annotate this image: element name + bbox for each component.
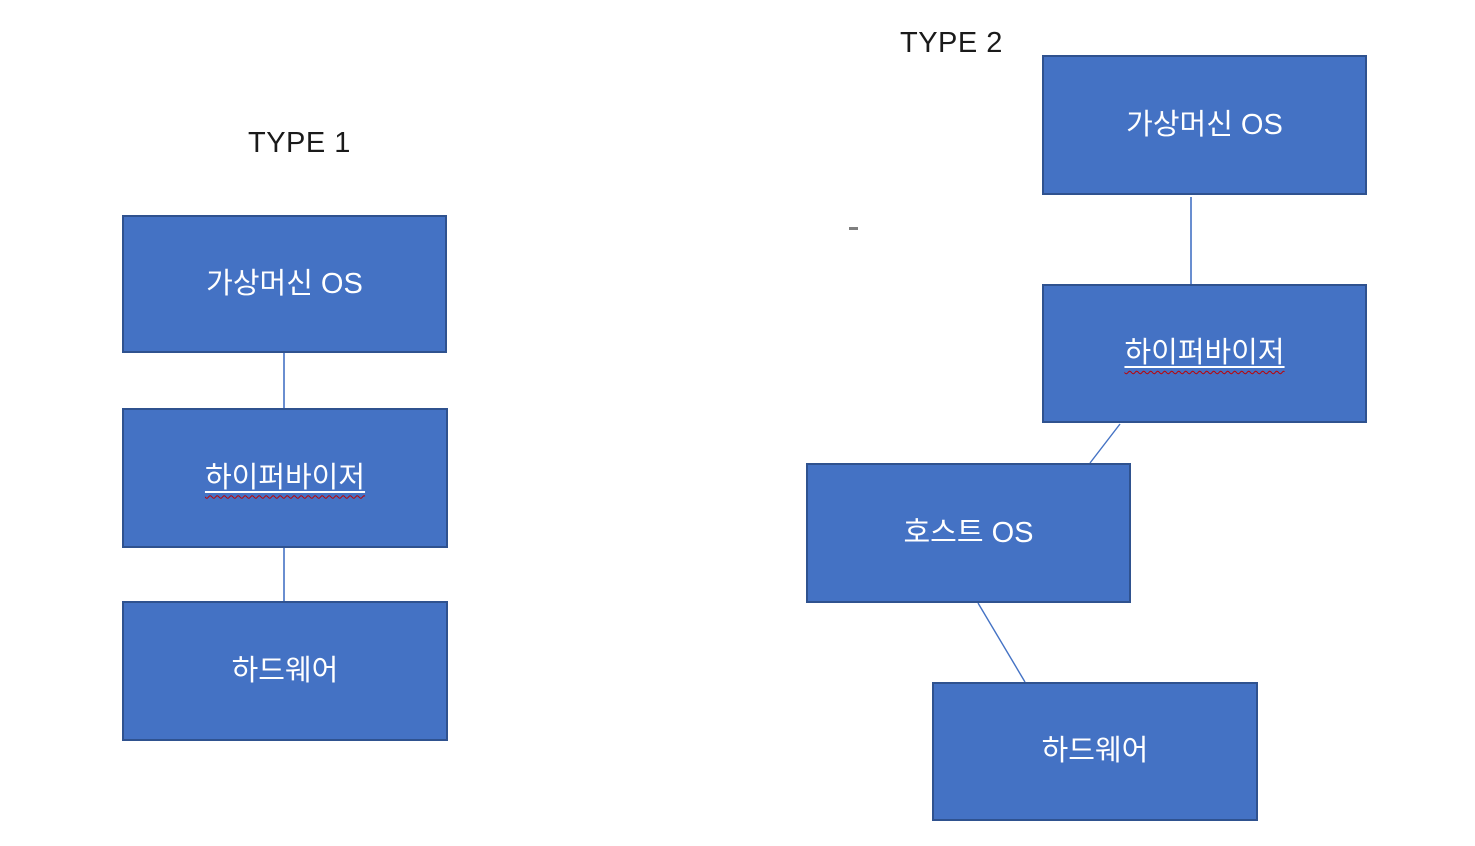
type2-box-hardware-label: 하드웨어	[1041, 735, 1149, 768]
type1-box-hypervisor-label: 하이퍼바이저	[204, 461, 366, 494]
type2-connector-hypervisor-hostos	[1089, 423, 1121, 464]
stray-dash-mark	[849, 227, 858, 230]
type1-box-hardware-label: 하드웨어	[231, 654, 339, 687]
type1-box-hardware[interactable]: 하드웨어	[122, 601, 448, 741]
type2-box-vm-os[interactable]: 가상머신 OS	[1042, 55, 1367, 195]
type2-title: TYPE 2	[900, 27, 1003, 59]
type2-box-hypervisor[interactable]: 하이퍼바이저	[1042, 284, 1367, 423]
type1-box-vm-os[interactable]: 가상머신 OS	[122, 215, 447, 353]
type2-box-hypervisor-squiggle: 하이퍼바이저	[1124, 336, 1284, 371]
type1-box-hypervisor-squiggle: 하이퍼바이저	[205, 461, 365, 496]
type1-box-hypervisor[interactable]: 하이퍼바이저	[122, 408, 448, 548]
type2-box-hardware[interactable]: 하드웨어	[932, 682, 1258, 821]
type2-connector-hostos-hardware	[977, 602, 1026, 683]
type2-box-host-os[interactable]: 호스트 OS	[806, 463, 1131, 603]
type1-title: TYPE 1	[248, 127, 351, 159]
type2-box-hypervisor-label: 하이퍼바이저	[1124, 337, 1285, 370]
type2-box-vm-os-label: 가상머신 OS	[1126, 108, 1283, 141]
type2-box-host-os-label: 호스트 OS	[903, 516, 1034, 549]
type1-box-vm-os-label: 가상머신 OS	[206, 267, 363, 300]
